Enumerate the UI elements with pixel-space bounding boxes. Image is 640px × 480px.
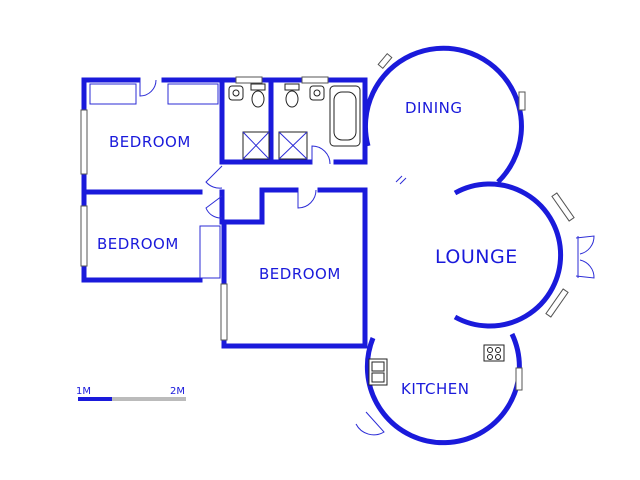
scale-bar: 1M 2M [76,386,186,401]
room-labels: BEDROOM BEDROOM BEDROOM DINING LOUNGE KI… [97,99,518,398]
room-label-kitchen: KITCHEN [401,380,470,398]
toilet [284,83,300,91]
window [551,192,575,222]
french-door [575,235,595,255]
window [518,91,526,111]
door-swing [139,79,157,97]
room-label-bedroom-2: BEDROOM [97,235,179,253]
window [80,205,88,267]
fixtures [89,83,505,386]
window [220,283,228,341]
toilet-bowl [251,90,265,108]
toilet [250,83,266,91]
room-label-dining: DINING [405,99,462,117]
doors [139,79,595,436]
toilet-bowl [285,90,299,108]
room-label-bedroom-1: BEDROOM [109,133,191,151]
scale-label-1m: 1M [76,386,91,397]
french-door [575,259,595,279]
window [545,288,569,318]
windows [80,53,575,391]
door-swing [355,411,385,436]
room-label-bedroom-3: BEDROOM [259,265,341,283]
door-swing [311,145,331,165]
window [235,76,263,84]
window [80,109,88,175]
wardrobe [89,83,137,105]
wardrobe [199,225,221,279]
window [515,367,523,391]
window [377,53,393,69]
door-swing [205,195,223,219]
door-swing [205,165,223,189]
scale-label-2m: 2M [170,386,185,397]
wardrobe [167,83,219,105]
door-swing [297,189,317,209]
window [301,76,329,84]
stove [483,344,505,362]
room-label-lounge: LOUNGE [435,246,518,268]
